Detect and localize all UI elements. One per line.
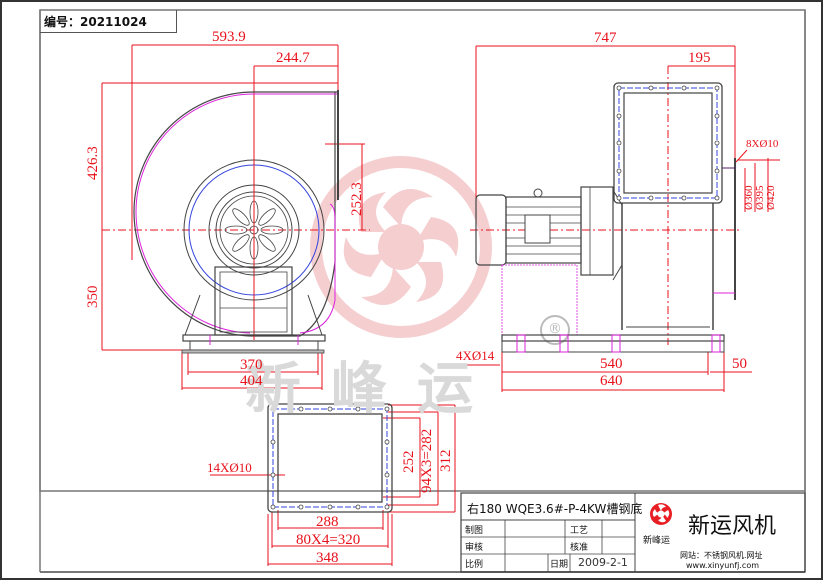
dim-flange-inner-width: 288 <box>316 514 339 530</box>
drawing-number-box: 编号：20211024 <box>40 10 177 33</box>
dim-inlet-offset: 195 <box>688 50 711 66</box>
approved-by-label: 核准 <box>570 543 589 553</box>
checked-by-label: 审核 <box>465 543 484 553</box>
front-view <box>101 44 370 390</box>
drawn-by-label: 制图 <box>465 526 484 536</box>
registered-mark-circle <box>540 315 570 345</box>
dim-flange-holes: 14XØ10 <box>207 460 252 475</box>
dim-end-offset: 50 <box>732 356 747 372</box>
dim-base-inner: 370 <box>240 357 263 373</box>
title-block <box>460 492 806 573</box>
logo-caption: 新峰运 <box>643 536 671 546</box>
watermark-fan-logo <box>310 156 492 338</box>
dim-total-width: 593.9 <box>212 29 246 45</box>
registered-mark: ® <box>548 321 562 337</box>
dim-base-length: 640 <box>600 373 623 389</box>
company-logo-small <box>650 503 672 525</box>
process-label: 工艺 <box>570 526 589 536</box>
dim-center-height: 350 <box>85 285 101 309</box>
date-value: 2009-2-1 <box>578 556 628 569</box>
scale-label: 比例 <box>465 560 484 570</box>
dim-base-outer: 404 <box>240 373 263 389</box>
side-view <box>458 45 780 392</box>
company-name: 新运风机 <box>688 514 777 539</box>
model-designation: 右180 WQE3.6#-P-4KW槽钢底 <box>467 502 643 516</box>
outlet-flange-view <box>210 403 456 566</box>
dim-flange-hole-spacing-v: 94X3=282 <box>419 428 435 493</box>
website-url: www.xinyunfj.com <box>686 561 760 570</box>
dim-flange-outer-height: 312 <box>438 449 454 473</box>
dim-flange-outer-width: 348 <box>316 550 339 566</box>
dim-flange-inner-height: 252 <box>401 450 417 474</box>
watermark-text: 新峰运 <box>245 357 503 422</box>
dim-outlet-height: 252.3 <box>349 182 365 216</box>
dim-total-length: 747 <box>594 30 617 46</box>
dim-base-holes: 4XØ14 <box>456 348 495 363</box>
dim-base-span: 540 <box>600 356 623 372</box>
dim-outlet-offset: 244.7 <box>276 50 310 66</box>
date-label: 日期 <box>550 560 569 570</box>
dim-dia-420: Ø420 <box>765 185 777 210</box>
dim-flange-hole-spacing-h: 80X4=320 <box>296 532 361 548</box>
dim-inlet-holes: 8XØ10 <box>746 138 779 150</box>
drawing-number-label: 编号：20211024 <box>44 15 147 29</box>
website-label: 网站：不锈钢风机.网址 <box>680 551 763 560</box>
dim-height-top: 426.3 <box>85 146 101 180</box>
